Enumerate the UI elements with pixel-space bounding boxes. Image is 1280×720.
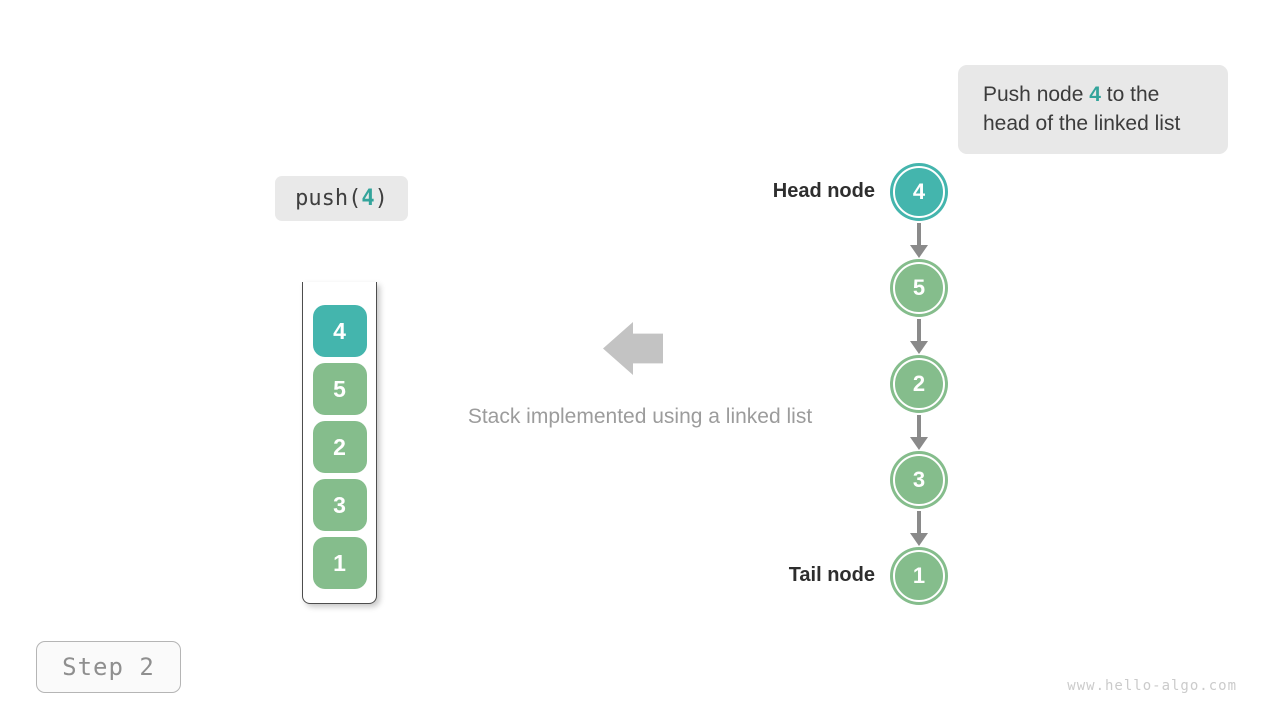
stack-cell: 1 — [312, 537, 367, 589]
callout-highlight-value: 4 — [1089, 83, 1101, 106]
callout-line-1: Push node 4 to the — [983, 80, 1228, 109]
list-arrow-head-icon — [910, 533, 928, 546]
stack-cell: 2 — [312, 421, 367, 473]
operation-close: ) — [374, 186, 388, 211]
list-arrow — [917, 223, 921, 246]
list-node: 2 — [893, 358, 945, 410]
list-arrow-head-icon — [910, 341, 928, 354]
step-badge: Step 2 — [36, 641, 181, 693]
list-node: 4 — [893, 166, 945, 218]
list-arrow — [917, 511, 921, 534]
list-arrow-head-icon — [910, 245, 928, 258]
list-arrow-head-icon — [910, 437, 928, 450]
tail-node-label: Tail node — [788, 564, 875, 586]
stack-cell: 3 — [312, 479, 367, 531]
list-node: 5 — [893, 262, 945, 314]
list-arrow — [917, 319, 921, 342]
list-node: 1 — [893, 550, 945, 602]
operation-fn: push( — [295, 186, 362, 211]
operation-arg: 4 — [361, 186, 375, 211]
callout-line-2: head of the linked list — [983, 112, 1181, 135]
list-arrow — [917, 415, 921, 438]
stack-cell: 4 — [312, 305, 367, 357]
stack-cell: 5 — [312, 363, 367, 415]
callout-text-post: to the — [1100, 83, 1160, 106]
left-arrow-icon — [603, 322, 663, 375]
stack-container: 4 5 2 3 1 — [302, 282, 377, 604]
site-watermark: www.hello-algo.com — [1067, 678, 1237, 694]
callout-text-pre: Push node — [983, 83, 1090, 106]
callout-box: Push node 4 to the head of the linked li… — [958, 65, 1228, 154]
push-operation-chip: push(4) — [275, 176, 408, 221]
list-node: 3 — [893, 454, 945, 506]
head-node-label: Head node — [772, 180, 875, 202]
figure-caption: Stack implemented using a linked list — [467, 405, 813, 428]
